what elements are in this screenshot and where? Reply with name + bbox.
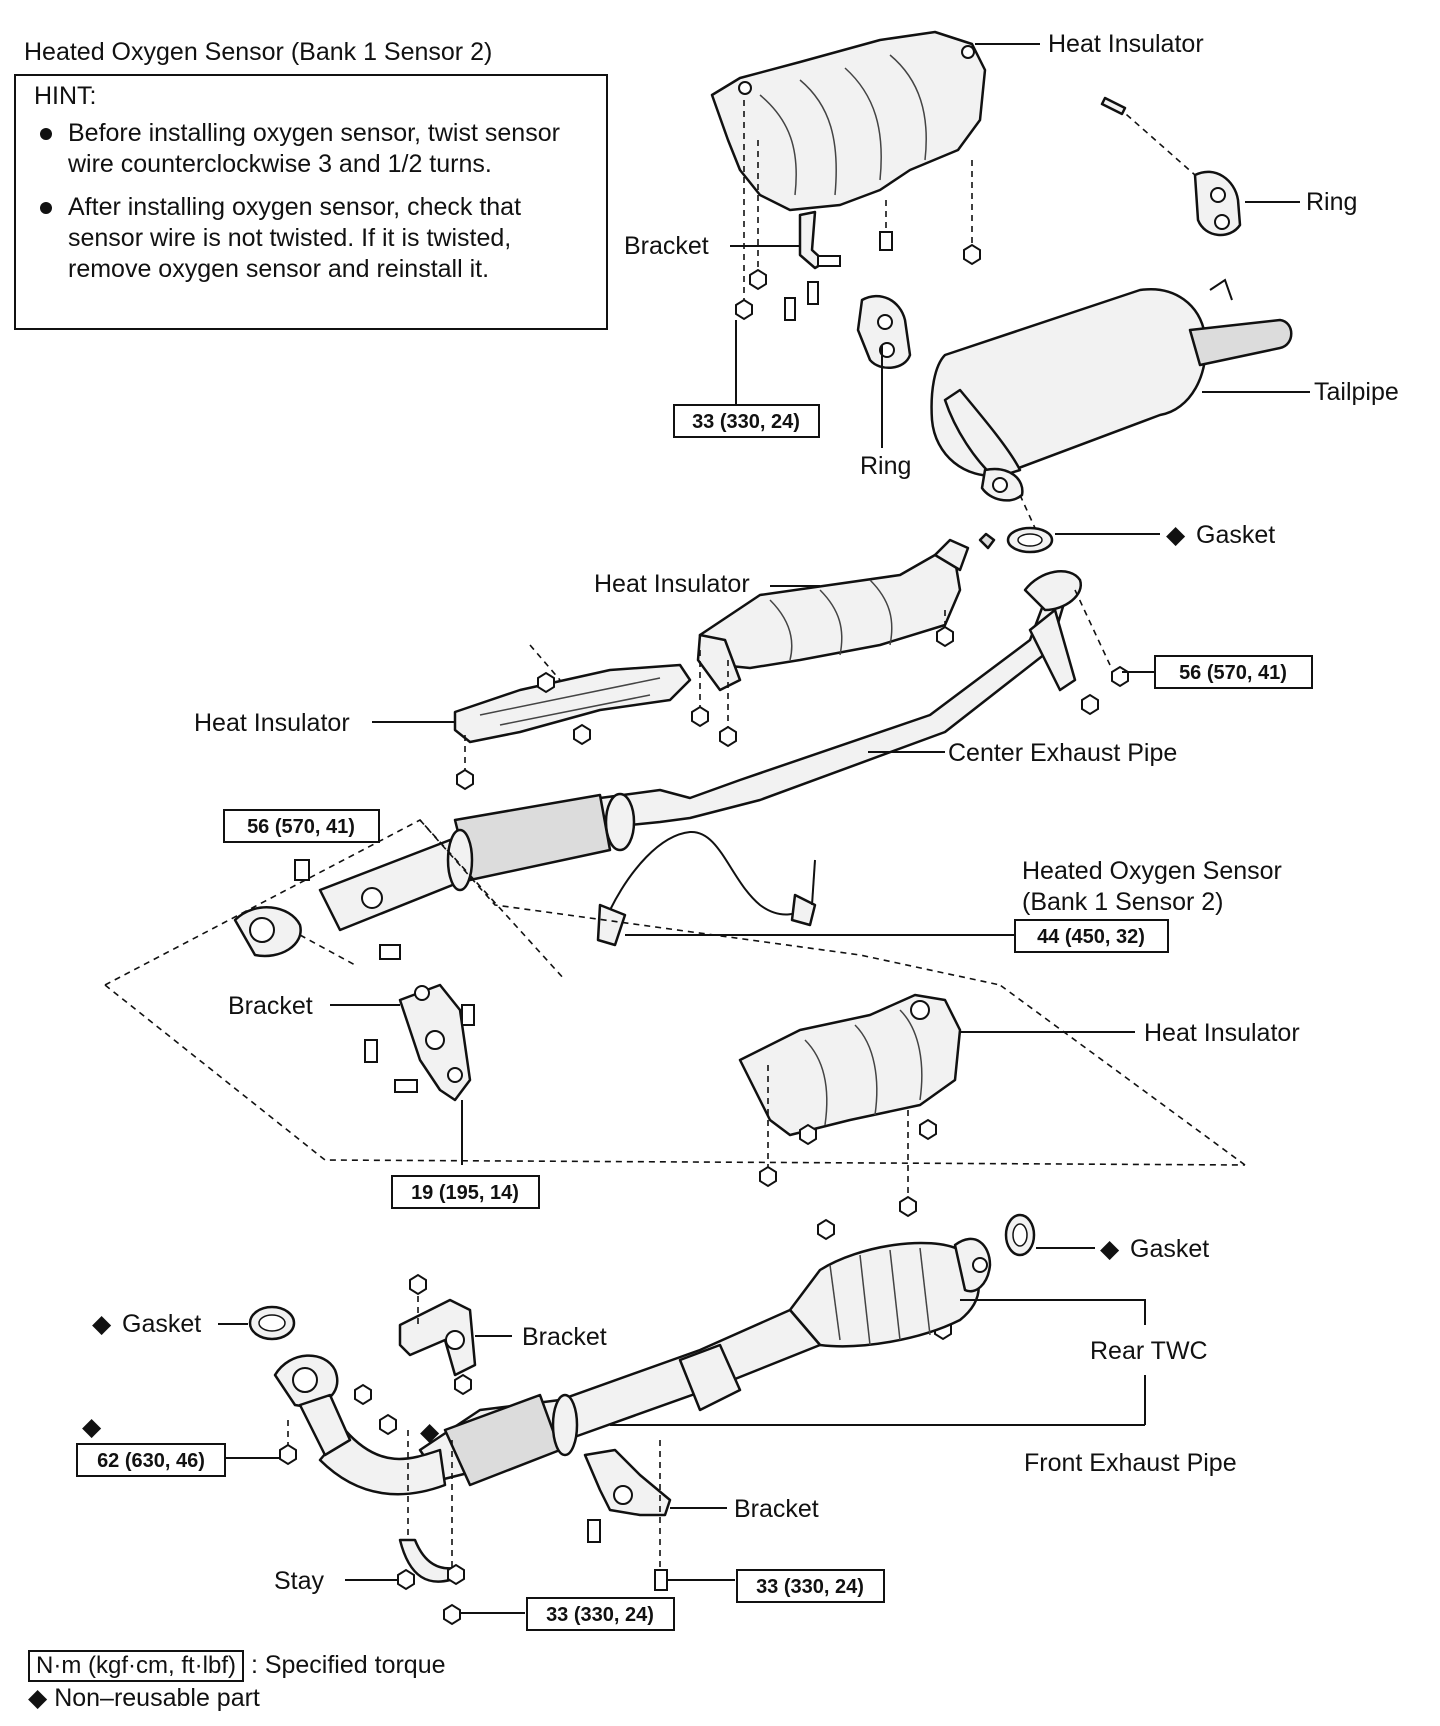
oxygen-sensor-part — [596, 830, 817, 947]
diagram-title: Heated Oxygen Sensor (Bank 1 Sensor 2) — [24, 38, 493, 66]
torque-box: 62 (630, 46) — [76, 1443, 226, 1477]
label-center-exhaust-pipe: Center Exhaust Pipe — [948, 739, 1177, 767]
hint-item: After installing oxygen sensor, check th… — [34, 192, 594, 285]
torque-box: 19 (195, 14) — [391, 1175, 540, 1209]
hint-box: HINT: Before installing oxygen sensor, t… — [14, 74, 608, 330]
label-bracket-front: Bracket — [522, 1323, 607, 1351]
torque-box: 33 (330, 24) — [526, 1597, 675, 1631]
rear-twc-part — [788, 1237, 992, 1348]
torque-box: 56 (570, 41) — [1154, 655, 1313, 689]
dashed-boundary — [104, 819, 1246, 1166]
torque-value: 33 (330, 24) — [756, 1576, 864, 1598]
bolt-icon — [654, 1569, 668, 1591]
heat-insulator-top-part — [710, 30, 987, 212]
label-tailpipe: Tailpipe — [1314, 378, 1399, 406]
label-stay: Stay — [274, 1567, 325, 1595]
label-heat-insulator-top: Heat Insulator — [1048, 30, 1204, 58]
hint-item: Before installing oxygen sensor, twist s… — [34, 118, 594, 180]
non-reusable-diamond-icon: ◆ — [28, 1684, 48, 1712]
label-ring-mid: Ring — [860, 452, 911, 480]
label-front-exhaust-pipe: Front Exhaust Pipe — [1024, 1449, 1237, 1477]
torque-box: 33 (330, 24) — [736, 1569, 885, 1603]
hint-list: Before installing oxygen sensor, twist s… — [34, 118, 594, 297]
legend-torque-text: : Specified torque — [250, 1651, 446, 1679]
gasket-top-part — [1006, 494, 1054, 554]
stay-part — [397, 1430, 465, 1626]
label-heat-insulator-center: Heat Insulator — [594, 570, 750, 598]
heat-insulator-center-part — [696, 532, 996, 692]
label-heat-insulator-left: Heat Insulator — [194, 709, 350, 737]
non-reusable-diamond-icon: ◆ — [1166, 521, 1186, 549]
bolt-icon — [691, 610, 954, 748]
gasket-twc-part — [1004, 1213, 1036, 1257]
leader-line — [960, 1299, 1146, 1325]
bolt-icon — [759, 1065, 952, 1341]
bracket-top-part — [798, 210, 841, 270]
label-gasket-front: Gasket — [122, 1310, 201, 1338]
hint-title: HINT: — [34, 82, 97, 110]
heat-insulator-twc-part — [738, 993, 962, 1137]
heat-insulator-left-part — [453, 644, 692, 791]
bolt-icon — [735, 100, 981, 321]
torque-box: 56 (570, 41) — [223, 809, 380, 843]
label-ring-top: Ring — [1306, 188, 1357, 216]
non-reusable-diamond-icon: ◆ — [82, 1413, 102, 1441]
torque-value: 19 (195, 14) — [411, 1182, 519, 1204]
front-exhaust-pipe-part — [273, 1308, 822, 1496]
torque-value: 33 (330, 24) — [546, 1604, 654, 1626]
legend-non-reusable: ◆ Non–reusable part — [28, 1683, 260, 1713]
label-ho2s-line2: (Bank 1 Sensor 2) — [1022, 888, 1224, 916]
bullet-icon — [40, 128, 52, 140]
torque-value: 56 (570, 41) — [1179, 662, 1287, 684]
torque-value: 56 (570, 41) — [247, 816, 355, 838]
ring-mid-part — [856, 294, 912, 369]
torque-box: 44 (450, 32) — [1014, 919, 1169, 953]
torque-box: 33 (330, 24) — [673, 404, 820, 438]
gasket-front-part — [248, 1305, 296, 1341]
non-reusable-diamond-icon: ◆ — [1100, 1235, 1120, 1263]
label-gasket-twc: Gasket — [1130, 1235, 1209, 1263]
tailpipe-part — [930, 278, 1293, 502]
label-bracket-mid: Bracket — [228, 992, 313, 1020]
non-reusable-diamond-icon: ◆ — [92, 1310, 112, 1338]
hint-item-text: After installing oxygen sensor, check th… — [68, 193, 522, 283]
torque-value: 44 (450, 32) — [1037, 926, 1145, 948]
label-heat-insulator-twc: Heat Insulator — [1144, 1019, 1300, 1047]
non-reusable-diamond-icon: ◆ — [420, 1418, 440, 1446]
label-ho2s-line1: Heated Oxygen Sensor — [1022, 857, 1282, 885]
bracket-front-part — [354, 1273, 477, 1436]
bolt-icon — [279, 1420, 297, 1466]
bullet-icon — [40, 202, 52, 214]
label-bracket-top: Bracket — [624, 232, 709, 260]
center-exhaust-pipe-part — [233, 570, 1082, 958]
legend-torque: N·m (kgf·cm, ft·lbf) : Specified torque — [28, 1650, 446, 1682]
torque-value: 62 (630, 46) — [97, 1450, 205, 1472]
torque-value: 33 (330, 24) — [692, 411, 800, 433]
label-rear-twc: Rear TWC — [1090, 1337, 1208, 1365]
legend-non-reusable-text: Non–reusable part — [54, 1684, 260, 1712]
bracket-mid-part — [364, 983, 475, 1102]
legend-torque-unit: N·m (kgf·cm, ft·lbf) — [28, 1650, 244, 1682]
bracket-low-part — [583, 1448, 672, 1543]
label-bracket-low: Bracket — [734, 1495, 819, 1523]
label-gasket-top: Gasket — [1196, 521, 1275, 549]
hint-item-text: Before installing oxygen sensor, twist s… — [68, 119, 560, 178]
ring-top-part — [1100, 96, 1242, 237]
